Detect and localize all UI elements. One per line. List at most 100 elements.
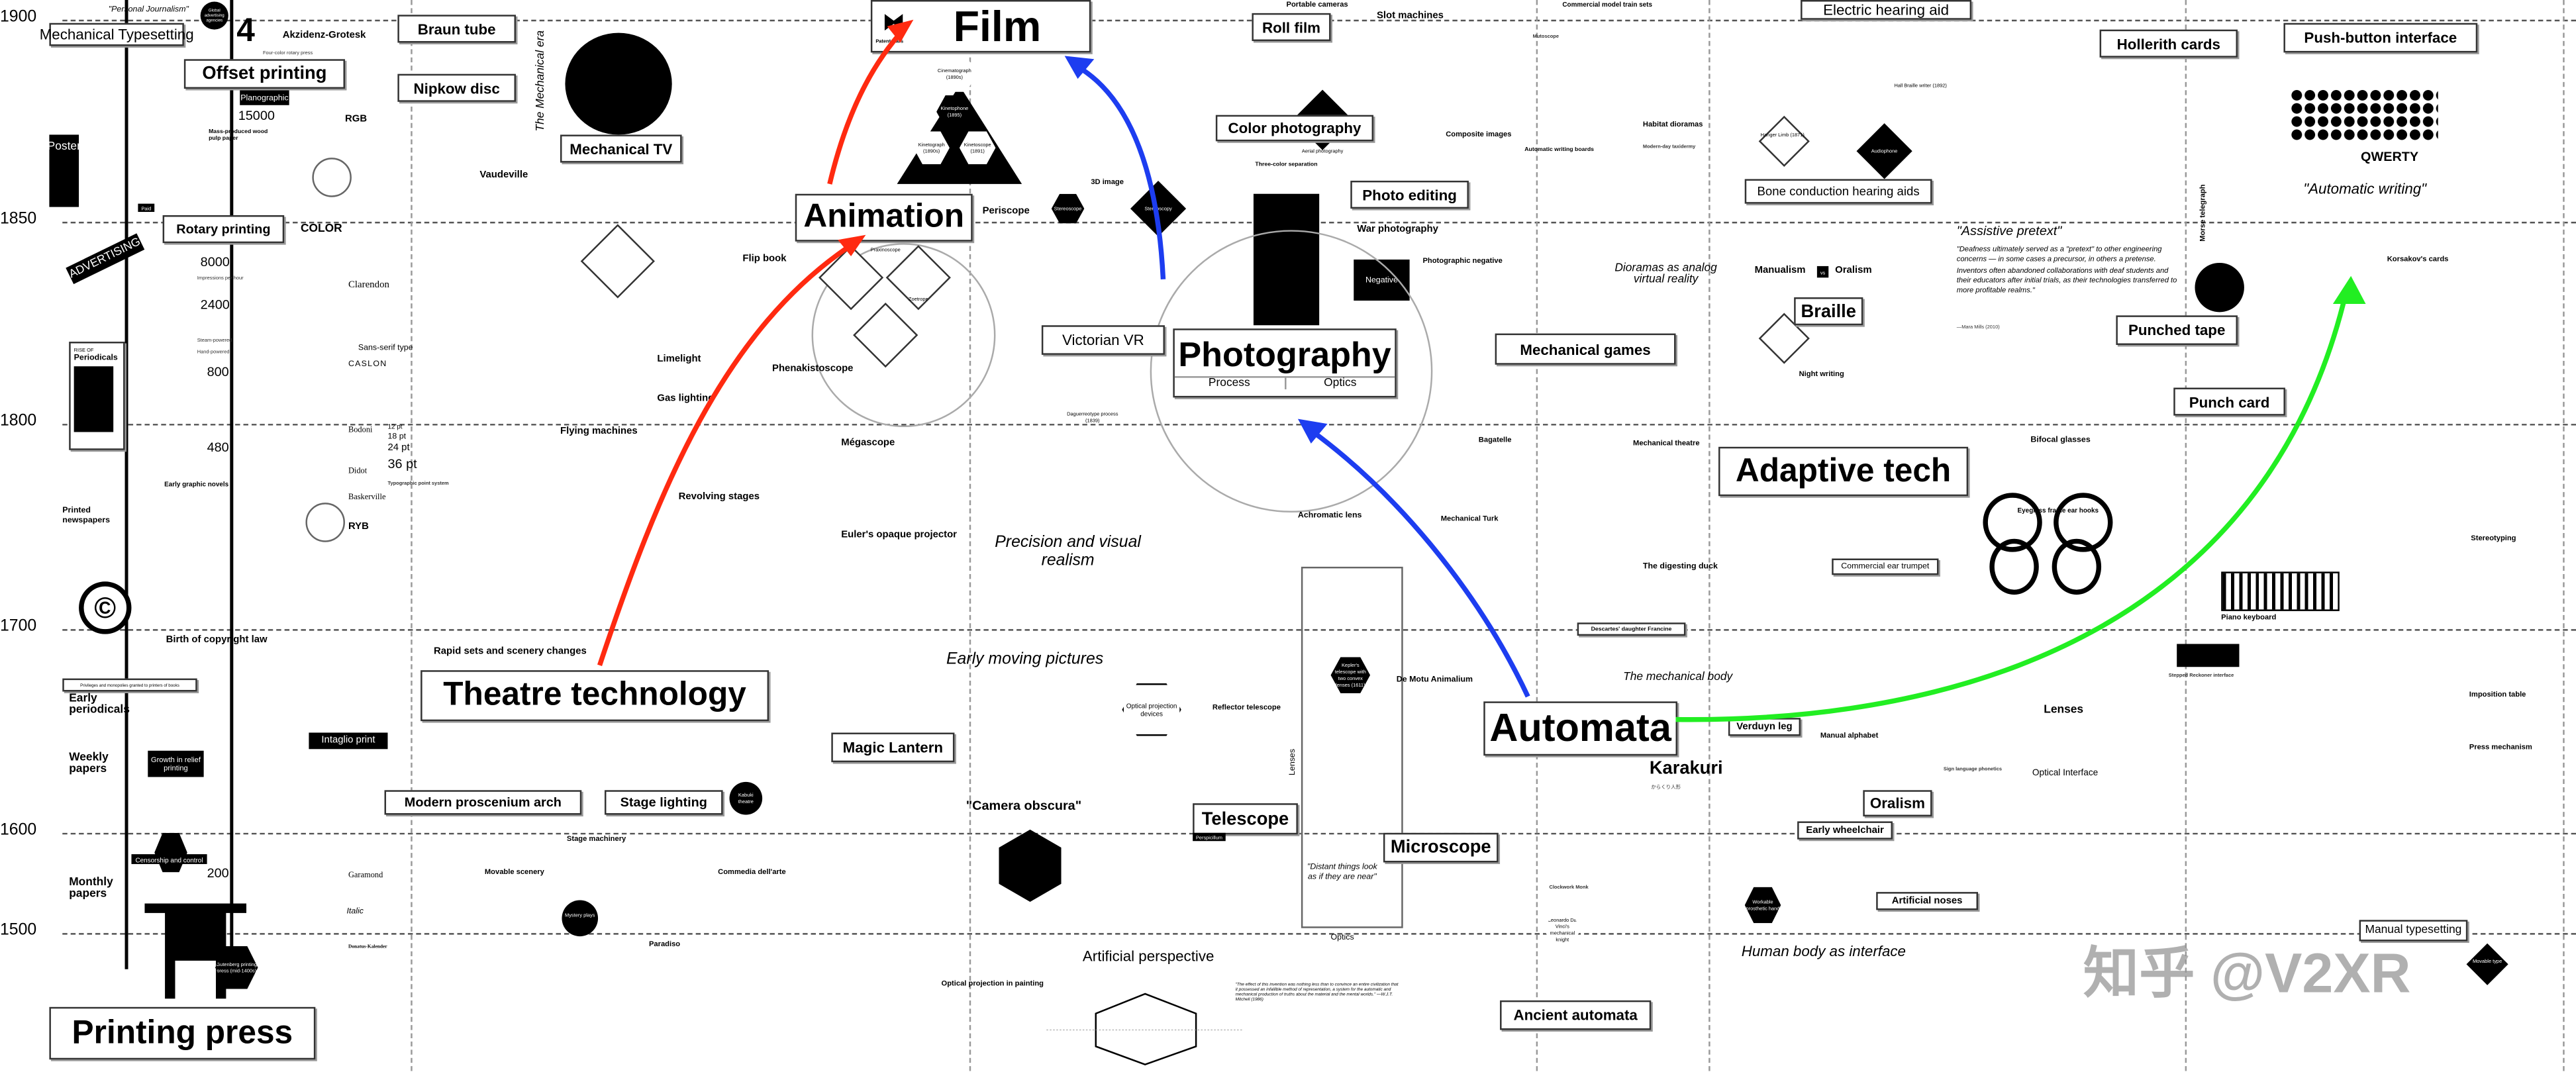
tab-process[interactable]: Process [1175,377,1286,389]
proscenium-arch-box[interactable]: Modern proscenium arch [384,790,582,815]
privileges-box[interactable]: Privileges and monopolies granted to pri… [62,678,197,692]
pt18-label: 18 pt [387,432,407,442]
mechanical-games-box[interactable]: Mechanical games [1495,333,1676,365]
four-color-number: 4 [236,13,255,50]
braun-tube-box[interactable]: Braun tube [397,15,517,43]
hollerith-cards-box[interactable]: Hollerith cards [2099,29,2238,58]
nipkow-disc-box[interactable]: Nipkow disc [397,73,517,102]
periodicals-box[interactable]: RISE OF Periodicals [69,342,125,450]
magic-lantern-box[interactable]: Magic Lantern [831,732,955,763]
photographic-negative-label: Photographic negative [1422,256,1503,265]
nipkow-disc-icon [565,32,672,135]
year-line-1500 [62,933,2576,935]
oralism-box[interactable]: Oralism [1863,790,1932,817]
red-arrow-animation-to-film [827,28,906,185]
periodicals-label: Periodicals [74,353,118,364]
karakuri-japanese-label: からくり人形 [1651,783,1681,791]
bodoni-label: Bodoni [348,427,373,436]
year-label: 1500 [0,921,37,940]
telescope-box[interactable]: Telescope [1193,803,1298,835]
revolving-stages-label: Revolving stages [678,493,760,503]
early-wheelchair-box[interactable]: Early wheelchair [1797,821,1893,840]
habitat-dioramas-label: Habitat dioramas [1642,120,1703,128]
impressions-15000: 15000 [238,108,275,124]
mechanical-tv-box[interactable]: Mechanical TV [560,134,682,163]
stereotyping-label: Stereotyping [2471,534,2516,542]
paid-tag: Paid [138,203,155,213]
impressions-2400: 2400 [200,297,230,313]
censorship-header: Censorship and control [131,854,207,864]
rapid-sets-label: Rapid sets and scenery changes [433,647,587,658]
year-label: 1900 [0,8,37,26]
hanger-limb-diamond [1758,115,1810,167]
column-divider [969,0,971,1071]
censorship-hex [154,832,187,873]
punch-card-box[interactable]: Punch card [2173,387,2285,416]
flying-machines-label: Flying machines [560,427,638,437]
hub-theatre-technology[interactable]: Theatre technology [421,670,769,722]
hub-film[interactable]: ⧓ Patent wars Film [870,0,1091,53]
bifocal-glasses-label: Bifocal glasses [2030,435,2091,446]
eyeglasses-icon [1977,526,2108,595]
human-body-note: Human body as interface [1741,943,1906,959]
manual-typesetting-box[interactable]: Manual typesetting [2359,920,2468,942]
bone-conduction-box[interactable]: Bone conduction hearing aids [1744,179,1932,204]
electric-hearing-aid-box[interactable]: Electric hearing aid [1801,0,1972,20]
zoetrope-label: Zoetrope [908,295,928,303]
ancient-automata-box[interactable]: Ancient automata [1500,1000,1652,1030]
push-button-interface-box[interactable]: Push-button interface [2283,23,2478,53]
oralism-heading-label: Oralism [1835,266,1872,276]
3d-image-label: 3D image [1091,177,1124,186]
lenses-vertical-label: Lenses [1288,748,1298,775]
impressions-label: Impressions per hour [197,274,244,281]
mechanical-typesetting-box[interactable]: Mechanical Typesetting [40,23,194,46]
piano-keyboard-label: Piano keyboard [2221,612,2277,621]
microscope-box[interactable]: Microscope [1383,832,1499,863]
optics-label: Optics [1330,933,1354,944]
optical-painting-label: Optical projection in painting [941,979,1044,988]
rotary-printing-box[interactable]: Rotary printing [162,215,285,244]
pt36-label: 36 pt [387,456,417,472]
donatus-label: Donatus-Kalender [348,943,387,950]
periscope-label: Periscope [982,207,1030,217]
color-label: COLOR [301,223,342,235]
imposition-table-label: Imposition table [2469,689,2526,699]
flip-book-label: Flip book [742,254,787,265]
hub-adaptive-tech[interactable]: Adaptive tech [1718,446,1969,497]
hub-animation[interactable]: Animation [795,193,973,242]
year-line-1600 [62,832,2576,835]
victorian-vr-box[interactable]: Victorian VR [1041,325,1165,355]
hub-printing-press[interactable]: Printing press [49,1006,316,1060]
column-divider [1536,0,1538,1071]
color-photography-box[interactable]: Color photography [1215,115,1374,142]
early-moving-pictures-note: Early moving pictures [946,650,1104,669]
tab-optics[interactable]: Optics [1324,377,1357,389]
photo-editing-box[interactable]: Photo editing [1350,180,1469,209]
punched-tape-box[interactable]: Punched tape [2116,315,2238,345]
punched-tape-reel-icon [2195,262,2244,313]
mass-paper-label: Mass-produced wood pulp paper [209,128,268,142]
assistive-quote: "Deafness ultimately served as a "pretex… [1956,244,2177,295]
stage-lighting-box[interactable]: Stage lighting [604,790,723,815]
ryb-venn-icon [305,503,345,542]
hub-automata[interactable]: Automata [1483,701,1677,756]
year-label: 1850 [0,210,37,228]
hall-braille-label: Hall Braille writer (1892) [1894,82,1947,89]
hub-title: Photography [1178,336,1391,375]
artificial-noses-box[interactable]: Artificial noses [1876,892,1979,910]
aerial-label: Aerial photography [1301,148,1344,155]
artificial-perspective-label: Artificial perspective [1082,948,1214,965]
descartes-daughter-box[interactable]: Descartes' daughter Francine [1577,622,1686,636]
transmission-static-image-diamond [580,224,655,299]
offset-printing-box[interactable]: Offset printing [183,59,345,89]
paradiso-label: Paradiso [648,940,681,948]
braille-box[interactable]: Braille [1794,297,1863,326]
qwerty-label: QWERTY [2361,149,2419,165]
year-label: 1600 [0,821,37,840]
sign-phonetics-label: Sign language phonetics [1943,765,2003,773]
verduyn-leg-box[interactable]: Verduyn leg [1728,718,1801,736]
roll-film-box[interactable]: Roll film [1252,13,1331,42]
ear-trumpet-box[interactable]: Commercial ear trumpet [1832,558,1939,575]
vaudeville-label: Vaudeville [479,171,528,181]
hub-photography[interactable]: Photography Process Optics [1173,328,1397,398]
